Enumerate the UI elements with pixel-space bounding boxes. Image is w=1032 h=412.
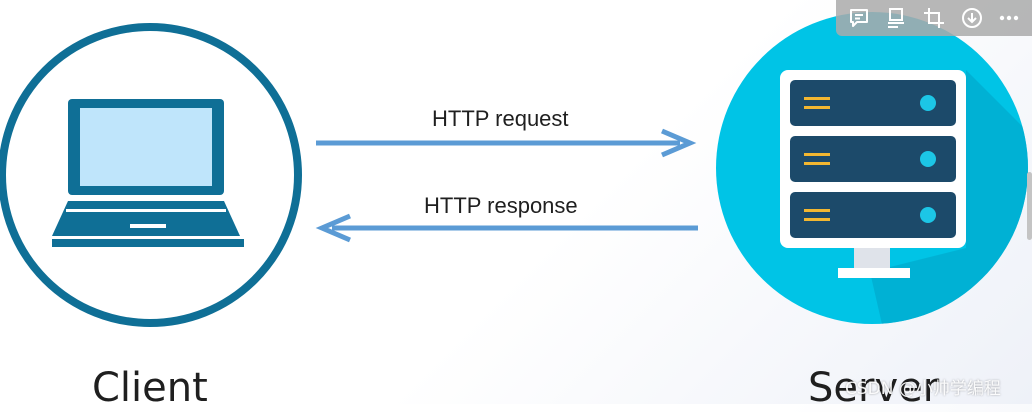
image-toolbar — [836, 0, 1032, 36]
response-arrow — [315, 213, 698, 243]
scrollbar[interactable] — [1027, 172, 1032, 240]
more-icon — [999, 15, 1019, 21]
client-label: Client — [92, 365, 208, 411]
crop-button[interactable] — [919, 3, 949, 33]
server-shadow — [870, 70, 1028, 324]
response-label: HTTP response — [424, 193, 578, 218]
laptop-icon — [52, 99, 244, 247]
request-label: HTTP request — [432, 106, 569, 131]
more-button[interactable] — [994, 3, 1024, 33]
comment-icon — [849, 9, 868, 27]
download-icon — [961, 8, 982, 28]
request-arrow — [316, 128, 697, 158]
watermark: CSDN @小帅学编程 — [845, 379, 1001, 399]
server-rack-icon — [780, 70, 966, 278]
crop-icon — [923, 8, 944, 28]
outline-icon — [888, 8, 905, 28]
comment-button[interactable] — [844, 3, 874, 33]
download-button[interactable] — [957, 3, 987, 33]
outline-button[interactable] — [881, 3, 911, 33]
server-label: Server — [808, 365, 940, 411]
